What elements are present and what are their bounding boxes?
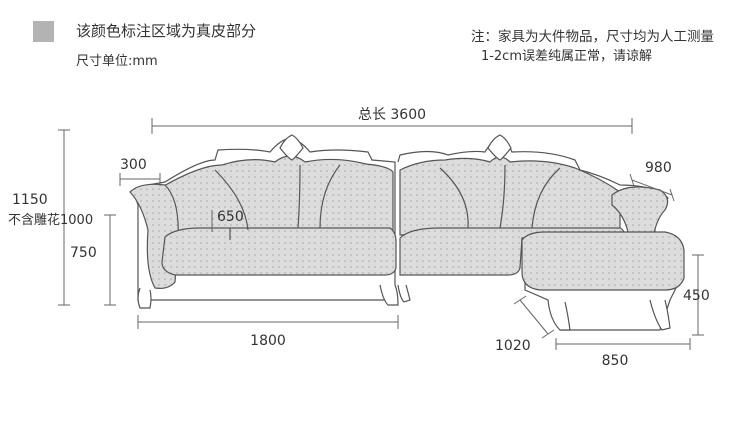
right-arm — [611, 186, 669, 246]
sofa-drawing — [129, 134, 685, 331]
height-no-carving-label: 不含雕花1000 — [8, 212, 93, 228]
leather-legend-swatch — [33, 21, 54, 42]
right-backrest — [399, 156, 621, 236]
right-carving — [487, 134, 512, 161]
chaise-length-label: 1020 — [495, 338, 531, 354]
left-seat — [161, 227, 397, 276]
note-line-1: 注：家具为大件物品，尺寸均为人工测量 — [471, 29, 714, 45]
total-height-label: 1150 — [12, 192, 48, 208]
chaise-height-label: 450 — [683, 288, 710, 304]
unit-text: 尺寸单位:mm — [76, 54, 158, 69]
dimension-lines — [58, 118, 704, 350]
chaise-leg-front — [547, 299, 571, 331]
legend-text: 该颜色标注区域为真皮部分 — [76, 22, 257, 40]
chaise-cushion — [521, 231, 685, 291]
total-length-label: 总长 3600 — [358, 107, 426, 123]
chaise-width-label: 850 — [602, 353, 629, 369]
arm-width-label: 300 — [120, 157, 147, 173]
left-length-label: 1800 — [250, 333, 286, 349]
seat-depth-label: 650 — [217, 209, 244, 225]
note-line-2: 1-2cm误差纯属正常，请谅解 — [480, 49, 652, 64]
seat-height-label: 750 — [70, 245, 97, 261]
chaise-angle-label: 980 — [645, 160, 672, 176]
left-carving — [279, 134, 304, 161]
left-leg — [137, 287, 152, 309]
